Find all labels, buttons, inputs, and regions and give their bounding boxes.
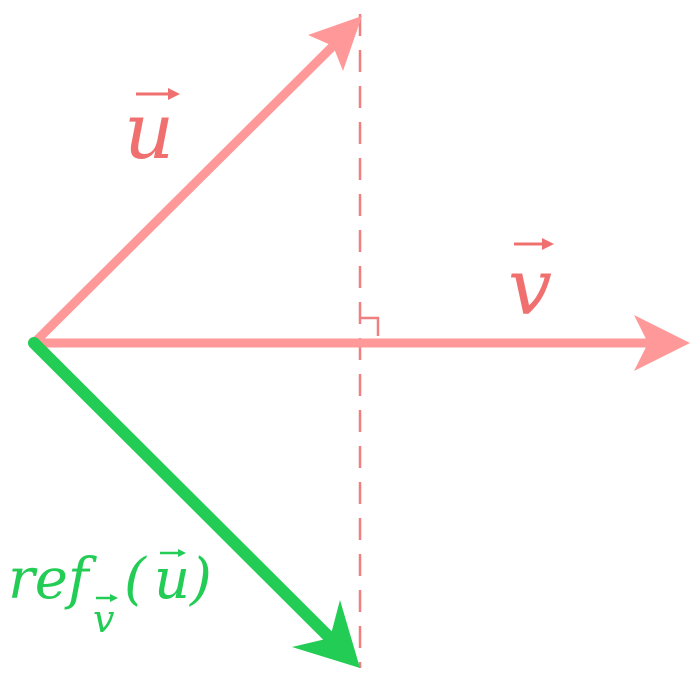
reflection-vector-shaft	[28, 337, 336, 644]
label-v: v	[508, 238, 554, 333]
label-v-arrowhead	[542, 238, 554, 250]
label-ref-close-paren: )	[189, 547, 212, 612]
vector-u-shaft	[29, 39, 340, 348]
vector-u-arrowhead	[308, 16, 362, 71]
label-v-text: v	[508, 243, 552, 333]
label-ref-open-paren: (	[124, 547, 147, 612]
reflection-vector-arrowhead	[292, 600, 360, 668]
label-ref-arg-arrowhead	[178, 549, 186, 557]
label-ref-subscript: v	[93, 597, 115, 641]
label-u-arrowhead	[168, 88, 180, 100]
label-ref-arg: u	[154, 547, 190, 612]
label-ref-subscript-arrowhead	[110, 594, 118, 602]
label-reflection: ref v ( u )	[8, 547, 212, 641]
vector-v-arrowhead	[634, 315, 690, 371]
label-ref-prefix: ref	[8, 547, 98, 612]
label-u-text: u	[124, 87, 174, 177]
right-angle-mark	[360, 316, 380, 336]
label-u: u	[124, 87, 180, 177]
